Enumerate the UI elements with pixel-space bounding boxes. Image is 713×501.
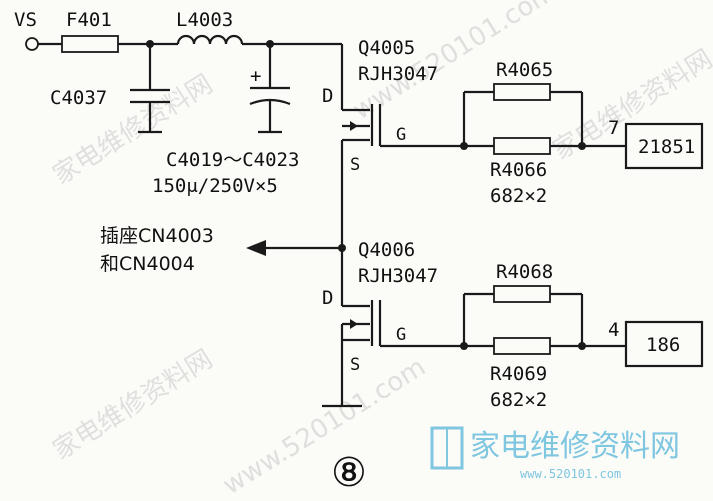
r4065-label: R4065: [496, 59, 553, 81]
r4069-label: R4069: [490, 363, 547, 385]
ic-186-label: 186: [646, 334, 680, 356]
q4005-label: Q4005: [358, 37, 415, 59]
brand-logo: 家电维修资料网 www.520101.com: [430, 426, 680, 481]
q4006-d-label: D: [322, 287, 333, 309]
junction-dot: [578, 142, 586, 150]
c4019-label: C4019～C4023: [166, 149, 299, 171]
c4037-label: C4037: [50, 87, 107, 109]
resistor-r4068: [493, 285, 551, 303]
junction-dot: [578, 342, 586, 350]
r4066-label: R4066: [490, 159, 547, 181]
ic-21851-label: 21851: [638, 136, 695, 158]
inductor-l4003: [176, 34, 244, 45]
r4066-value: 682×2: [490, 185, 547, 207]
q4006-label: Q4006: [358, 239, 415, 261]
q4005-s-label: S: [350, 155, 360, 175]
l4003-label: L4003: [176, 9, 233, 31]
vs-label: VS: [14, 9, 37, 31]
watermark-text: www.520101.com: [218, 352, 431, 501]
output-arrow-icon: [246, 240, 266, 256]
socket-label-1: 插座CN4003: [100, 225, 214, 247]
q4005-arrow: [350, 121, 358, 131]
pin-7-label: 7: [608, 117, 619, 139]
q4006-g-label: G: [396, 325, 406, 345]
pin-4-label: 4: [608, 319, 619, 341]
q4006-arrow: [350, 319, 358, 329]
q4005-g-label: G: [396, 125, 406, 145]
r4068-label: R4068: [496, 261, 553, 283]
q4005-part: RJH3047: [358, 63, 438, 85]
fuse-f401: [61, 35, 119, 53]
brand-name: 家电维修资料网: [470, 429, 680, 464]
socket-label-2: 和CN4004: [100, 253, 195, 275]
q4006-s-label: S: [350, 355, 360, 375]
c4019-value: 150μ/250V×5: [152, 175, 278, 197]
resistor-r4066: [493, 137, 551, 155]
figure-number: ⑧: [331, 450, 367, 496]
brand-url: www.520101.com: [520, 467, 621, 481]
resistor-r4065: [493, 83, 551, 101]
vs-terminal: [25, 37, 39, 51]
f401-label: F401: [66, 9, 112, 31]
q4005-d-label: D: [322, 85, 333, 107]
plus-sign: +: [250, 65, 261, 87]
resistor-r4069: [493, 337, 551, 355]
ic-186-box: [624, 320, 704, 368]
r4069-value: 682×2: [490, 389, 547, 411]
ic-21851-box: [624, 122, 704, 170]
q4006-part: RJH3047: [358, 265, 438, 287]
watermark-text: 家电维修资料网: [48, 344, 218, 466]
